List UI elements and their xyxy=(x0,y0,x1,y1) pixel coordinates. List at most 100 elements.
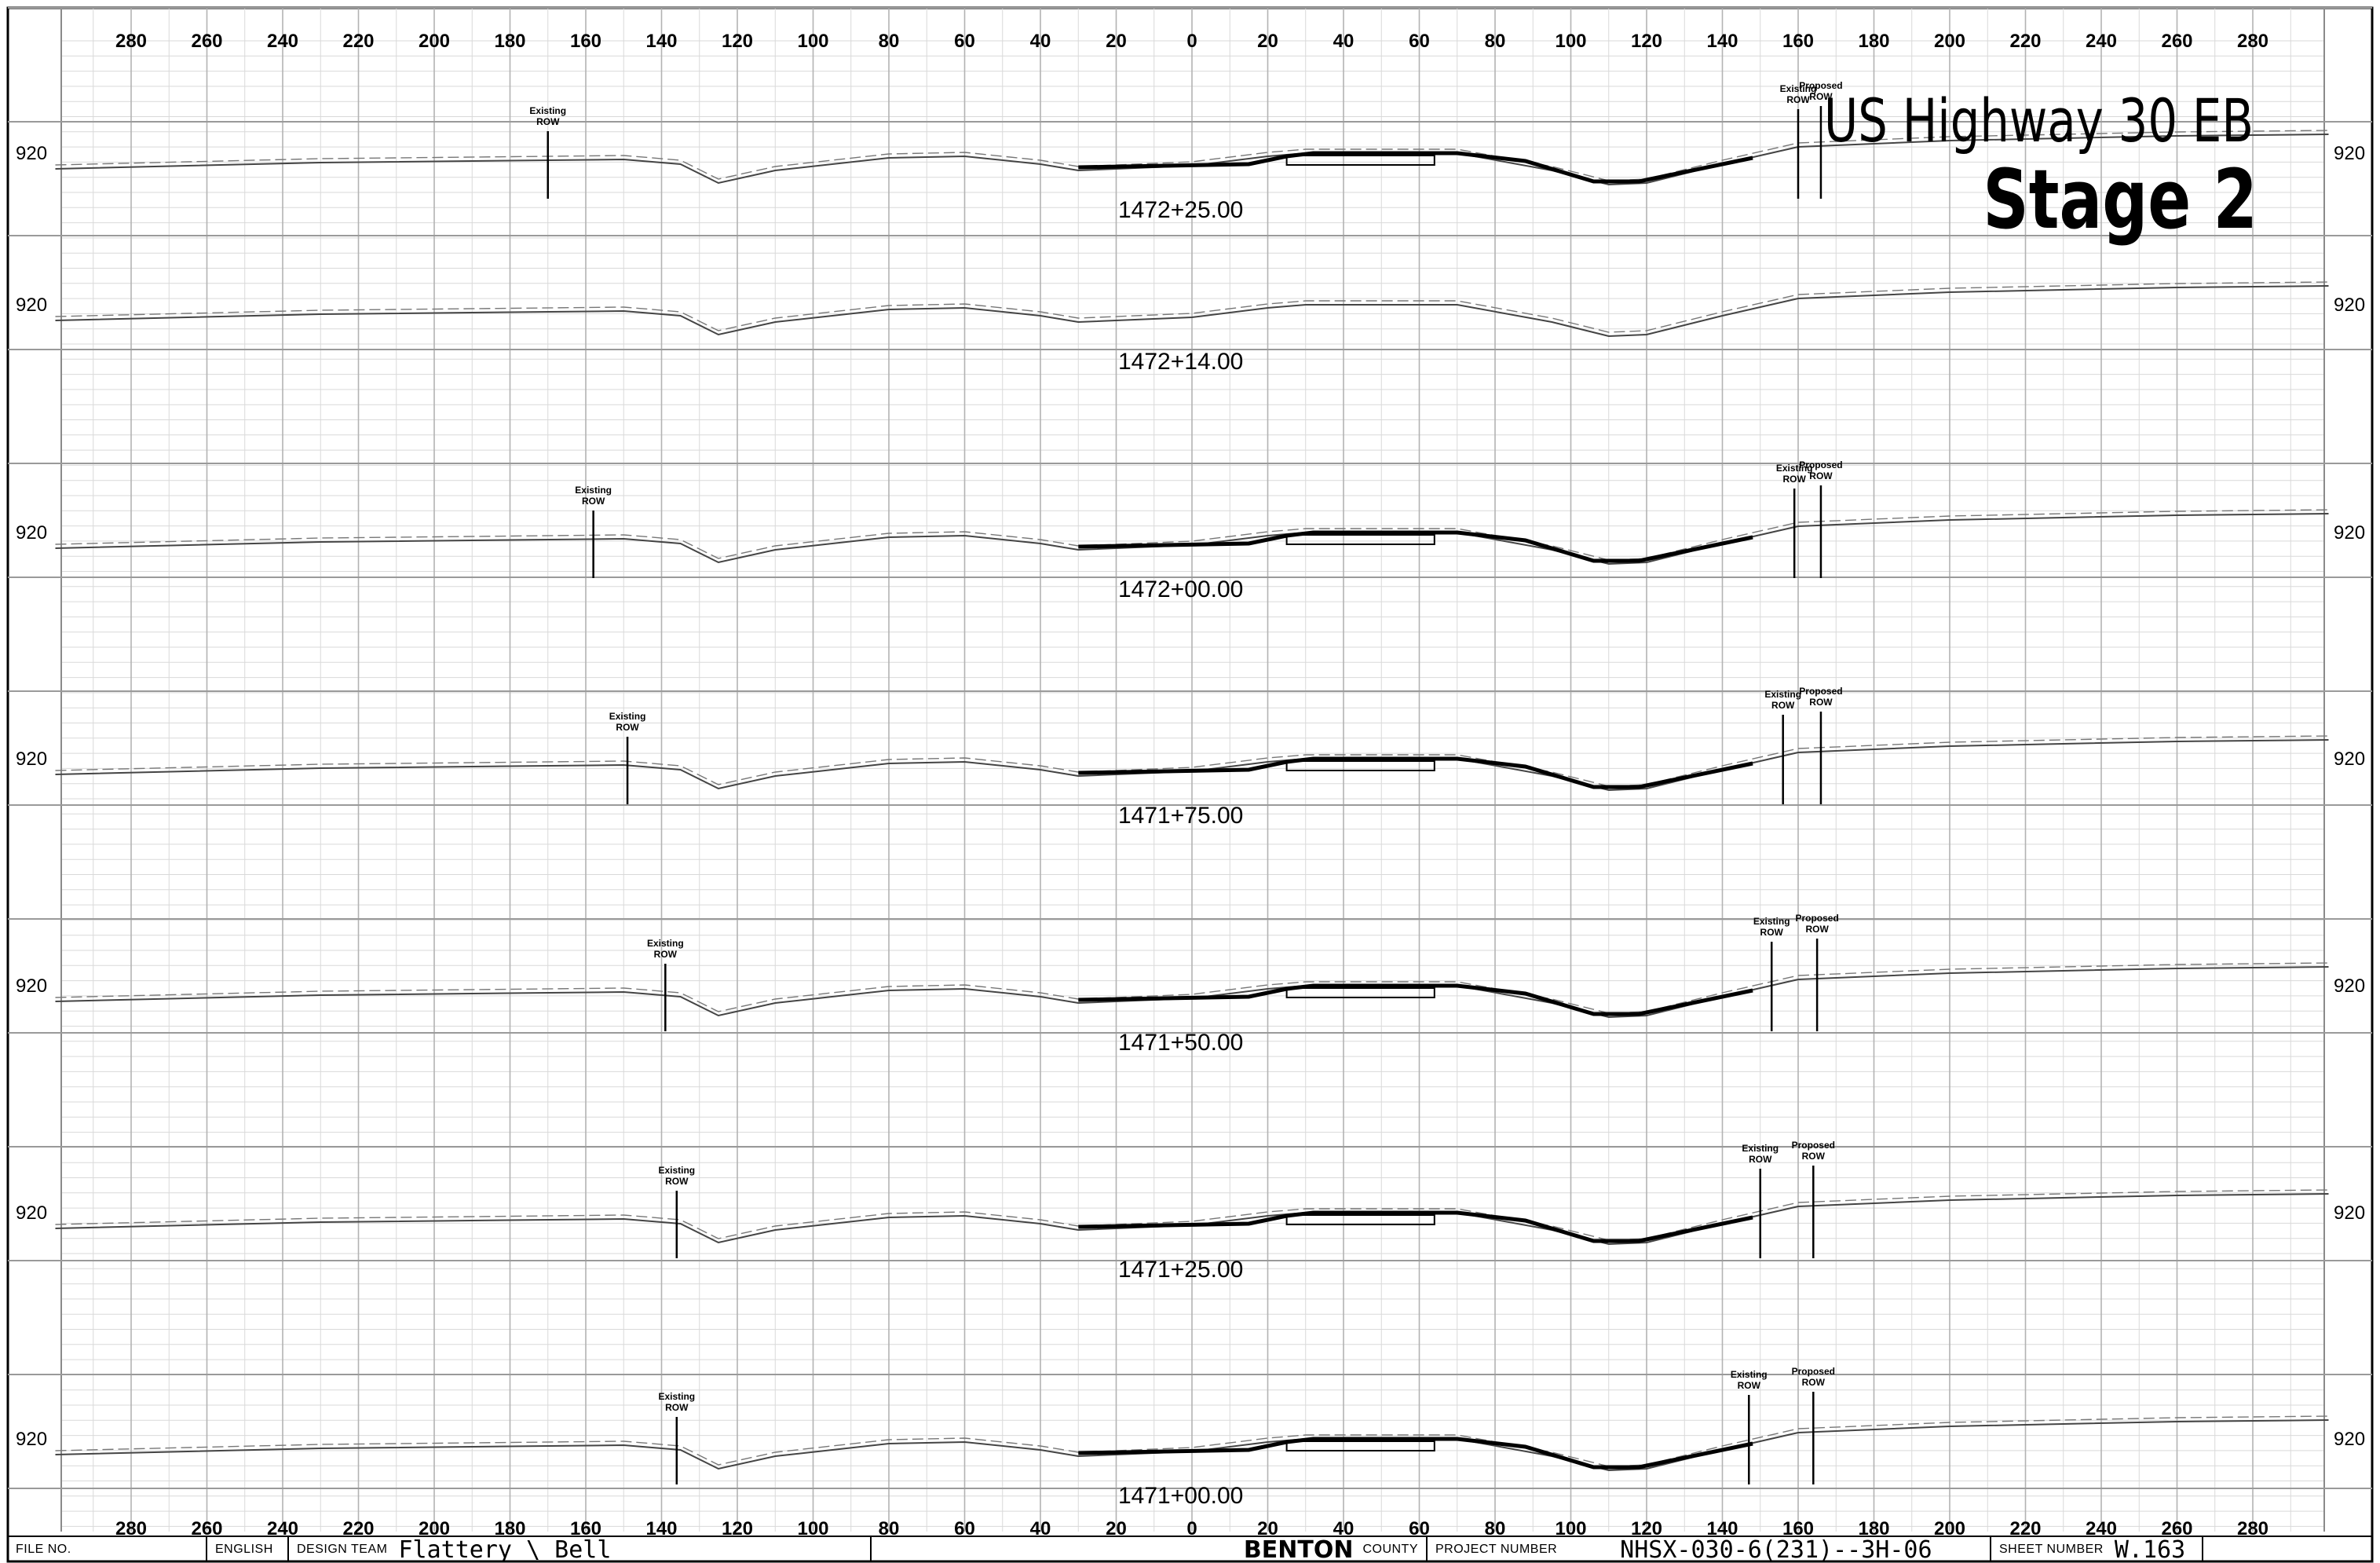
existing-row-left-label: ROW xyxy=(654,949,678,960)
offset-tick-label: 60 xyxy=(1409,31,1430,52)
station-label: 1472+00.00 xyxy=(1118,577,1243,602)
offset-tick-label: 260 xyxy=(2161,31,2192,52)
elevation-label-right: 920 xyxy=(2334,1202,2365,1224)
proposed-row-right-label: ROW xyxy=(1802,1377,1826,1388)
offset-tick-label: 220 xyxy=(2009,31,2041,52)
sheet-number-cell: SHEET NUMBER W.163 xyxy=(1991,1537,2203,1562)
sheet-number-value: W.163 xyxy=(2114,1537,2186,1562)
elevation-label-left: 920 xyxy=(16,295,47,316)
station-label: 1471+00.00 xyxy=(1118,1483,1243,1509)
original-ground-dashed xyxy=(55,735,2329,787)
existing-row-right-label: ROW xyxy=(1738,1380,1761,1391)
elevation-label-right: 920 xyxy=(2334,522,2365,544)
proposed-grade-line xyxy=(1078,983,1753,1016)
original-ground-dashed xyxy=(55,1415,2329,1467)
title-block: FILE NO. ENGLISH DESIGN TEAM Flattery \ … xyxy=(8,1536,2372,1562)
offset-tick-label: 160 xyxy=(570,31,601,52)
proposed-grade-line xyxy=(1078,530,1753,563)
offset-tick-label: 20 xyxy=(1106,31,1127,52)
existing-row-left-label: ROW xyxy=(665,1402,689,1413)
station-label: 1471+50.00 xyxy=(1118,1030,1243,1056)
county-cell: BENTON COUNTY xyxy=(872,1537,1428,1562)
original-ground-dashed xyxy=(55,130,2329,181)
design-team-label: DESIGN TEAM xyxy=(297,1543,388,1556)
offset-tick-label: 200 xyxy=(419,31,450,52)
existing-ground-line xyxy=(55,134,2329,186)
offset-tick-label: 100 xyxy=(797,31,828,52)
units-label: ENGLISH xyxy=(215,1543,273,1556)
existing-row-left-label: Existing xyxy=(575,485,612,496)
elevation-label-left: 920 xyxy=(16,1202,47,1224)
offset-tick-label: 220 xyxy=(342,31,374,52)
station-label: 1471+25.00 xyxy=(1118,1257,1243,1283)
offset-tick-label: 260 xyxy=(191,31,222,52)
offset-tick-label: 140 xyxy=(1706,31,1738,52)
elevation-label-right: 920 xyxy=(2334,749,2365,770)
proposed-grade-line xyxy=(1078,1210,1753,1243)
offset-tick-label: 60 xyxy=(954,31,975,52)
offset-tick-label: 160 xyxy=(1782,31,1814,52)
existing-row-left-label: ROW xyxy=(536,116,560,127)
existing-ground-line xyxy=(55,1419,2329,1472)
county-value: BENTON xyxy=(1243,1537,1354,1562)
design-team-cell: DESIGN TEAM Flattery \ Bell xyxy=(289,1537,872,1562)
pavement-box xyxy=(1285,1214,1435,1225)
project-number-label: PROJECT NUMBER xyxy=(1435,1543,1558,1556)
offset-tick-label: 40 xyxy=(1333,31,1355,52)
offset-tick-label: 140 xyxy=(645,31,677,52)
elevation-label-right: 920 xyxy=(2334,295,2365,316)
proposed-grade-line xyxy=(1078,151,1753,184)
title-block-spare xyxy=(2203,1537,2372,1562)
pavement-box xyxy=(1285,534,1435,545)
offset-tick-label: 180 xyxy=(1858,31,1889,52)
design-team-value: Flattery \ Bell xyxy=(398,1537,612,1562)
offset-tick-label: 120 xyxy=(722,31,753,52)
offset-tick-label: 0 xyxy=(1186,1518,1197,1539)
elevation-label-left: 920 xyxy=(16,1429,47,1450)
title-stage: Stage 2 xyxy=(1983,152,2258,247)
elevation-label-left: 920 xyxy=(16,143,47,164)
original-ground-dashed xyxy=(55,509,2329,561)
proposed-row-right-label: Proposed xyxy=(1799,459,1842,470)
proposed-row-right-label: Proposed xyxy=(1799,80,1842,91)
existing-row-right-label: ROW xyxy=(1749,1154,1772,1165)
project-number-cell: PROJECT NUMBER NHSX-030-6(231)--3H-06 xyxy=(1428,1537,1991,1562)
existing-row-left-label: Existing xyxy=(647,938,684,949)
offset-tick-label: 240 xyxy=(2086,31,2117,52)
pavement-box xyxy=(1285,155,1435,166)
elevation-label-right: 920 xyxy=(2334,1429,2365,1450)
existing-row-left-label: Existing xyxy=(658,1165,695,1176)
pavement-box xyxy=(1285,987,1435,998)
offset-tick-label: 180 xyxy=(494,31,525,52)
existing-row-right-label: Existing xyxy=(1731,1369,1768,1380)
existing-row-left-label: ROW xyxy=(582,496,605,507)
offset-tick-label: 20 xyxy=(1257,31,1278,52)
proposed-row-right-label: Proposed xyxy=(1792,1140,1835,1151)
existing-row-right-label: Existing xyxy=(1764,689,1801,700)
existing-row-left-label: Existing xyxy=(609,711,646,722)
existing-row-right-label: ROW xyxy=(1771,700,1795,711)
offset-tick-label: 80 xyxy=(879,31,900,52)
original-ground-dashed xyxy=(55,281,2329,333)
pavement-box xyxy=(1285,1440,1435,1451)
project-number-value: NHSX-030-6(231)--3H-06 xyxy=(1620,1537,1932,1562)
title-highway: US Highway 30 EB xyxy=(1824,87,2254,156)
grid-major xyxy=(8,7,2372,1532)
proposed-row-right-label: ROW xyxy=(1809,697,1833,708)
offset-tick-label: 280 xyxy=(115,31,147,52)
existing-row-right-label: Existing xyxy=(1776,463,1813,474)
existing-row-left-label: ROW xyxy=(665,1176,689,1187)
original-ground-dashed xyxy=(55,962,2329,1014)
station-label: 1471+75.00 xyxy=(1118,803,1243,829)
elevation-label-right: 920 xyxy=(2334,976,2365,997)
proposed-grade-line xyxy=(1078,1437,1753,1470)
proposed-row-right-label: ROW xyxy=(1809,470,1833,481)
file-no-cell: FILE NO. xyxy=(8,1537,207,1562)
elevation-label-left: 920 xyxy=(16,522,47,544)
